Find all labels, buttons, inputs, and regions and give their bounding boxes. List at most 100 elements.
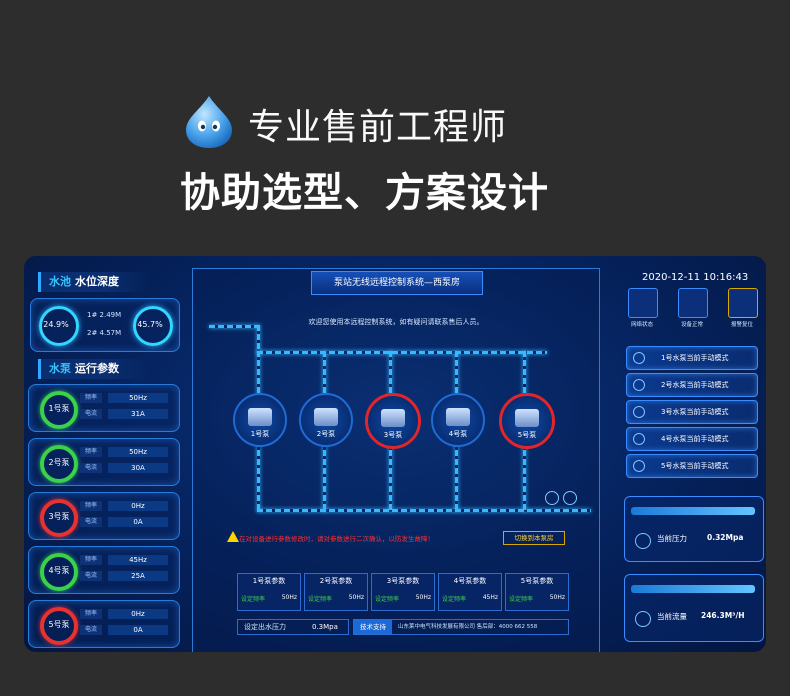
network-status-label: 网络状态 bbox=[630, 322, 653, 328]
support-text: 山东莱中电气科技发展有限公司 售后部：4000 662 558 bbox=[398, 624, 538, 630]
outlet-pressure-field[interactable]: 设定出水压力 0.3Mpa bbox=[237, 619, 349, 635]
hmi-screen: 水池水位深度 24.9% 1# 2.49M 2# 4.57M 45.7% 水泵运… bbox=[24, 256, 766, 652]
motor-icon bbox=[381, 409, 405, 427]
freq-label: 频率 bbox=[80, 555, 102, 565]
pump-name: 2号泵 bbox=[48, 458, 70, 467]
param-title: 1号泵参数 bbox=[252, 577, 286, 585]
pump-param-cell[interactable]: 2号泵参数设定频率 50Hz bbox=[304, 573, 368, 611]
pump-unit-label: 5号泵 bbox=[517, 431, 537, 439]
flow-meter: 当前流量 246.3M³/H bbox=[624, 574, 764, 642]
flow-value: 246.3M³/H bbox=[701, 611, 745, 620]
param-value: 50Hz bbox=[348, 594, 364, 601]
motor-icon bbox=[314, 408, 338, 426]
pump-status-ring bbox=[40, 445, 78, 483]
param-label: 设定频率 bbox=[509, 596, 534, 603]
pump-status-ring bbox=[40, 553, 78, 591]
pump-unit[interactable]: 2号泵 bbox=[299, 393, 353, 447]
network-icon[interactable] bbox=[628, 288, 658, 318]
current-field: 电流 25A bbox=[80, 571, 172, 581]
water-level-gauge-1 bbox=[39, 306, 79, 346]
pump-mode-text: 2号水泵当前手动模式 bbox=[661, 381, 729, 389]
current-label: 电流 bbox=[80, 571, 102, 581]
freq-label: 频率 bbox=[80, 609, 102, 619]
param-title: 4号泵参数 bbox=[453, 577, 487, 585]
pump-status-ring bbox=[40, 391, 78, 429]
param-value: 45Hz bbox=[482, 594, 498, 601]
current-label: 电流 bbox=[80, 463, 102, 473]
pump-name: 4号泵 bbox=[48, 566, 70, 575]
param-value: 50Hz bbox=[415, 594, 431, 601]
promo-subheadline: 协助选型、方案设计 bbox=[180, 170, 549, 216]
pump-section-title: 水泵运行参数 bbox=[38, 359, 149, 379]
pump-unit[interactable]: 4号泵 bbox=[431, 393, 485, 447]
pressure-value: 0.32Mpa bbox=[707, 533, 744, 542]
freq-field: 频率 45Hz bbox=[80, 555, 172, 565]
pump-mode-text: 3号水泵当前手动模式 bbox=[661, 408, 729, 416]
pressure-bar bbox=[631, 507, 755, 515]
freq-value: 45Hz bbox=[108, 555, 168, 565]
current-value: 25A bbox=[108, 571, 168, 581]
promo-headline: 专业售前工程师 bbox=[248, 107, 508, 148]
pump-name: 5号泵 bbox=[48, 620, 70, 629]
pump-title-highlight: 水泵 bbox=[49, 362, 71, 375]
motor-icon bbox=[446, 408, 470, 426]
current-value: 0A bbox=[108, 517, 168, 527]
switch-pump-room-button[interactable]: 切换到本泵房 bbox=[503, 531, 565, 545]
pump-mode-text: 1号水泵当前手动模式 bbox=[661, 354, 729, 362]
pump-unit[interactable]: 3号泵 bbox=[365, 393, 421, 449]
pool-title-highlight: 水池 bbox=[49, 275, 71, 288]
gauge-2-value: 45.7% bbox=[137, 320, 163, 329]
pool-section-title: 水池水位深度 bbox=[38, 272, 149, 292]
pump-mode-button[interactable]: 5号水泵当前手动模式 bbox=[626, 454, 758, 478]
datetime: 2020-12-11 10:16:43 bbox=[642, 272, 749, 283]
warning-text: 在对设备进行参数修改时，请对参数进行二次确认，以防发生故障！ bbox=[239, 535, 434, 543]
param-title: 2号泵参数 bbox=[319, 577, 353, 585]
pipe-segment bbox=[209, 325, 259, 328]
pump-mode-button[interactable]: 3号水泵当前手动模式 bbox=[626, 400, 758, 424]
pump-mode-button[interactable]: 4号水泵当前手动模式 bbox=[626, 427, 758, 451]
alarm-reset-label: 报警复位 bbox=[730, 322, 753, 328]
water-level-gauge-2 bbox=[133, 306, 173, 346]
device-ok-icon[interactable] bbox=[678, 288, 708, 318]
level-1-text: 1# 2.49M bbox=[87, 311, 122, 319]
pump-unit-label: 2号泵 bbox=[316, 430, 336, 438]
center-panel: 泵站无线远程控制系统—西泵房 欢迎您使用本远程控制系统，如有疑问请联系售后人员。… bbox=[192, 268, 600, 652]
param-label: 设定频率 bbox=[308, 596, 333, 603]
freq-value: 0Hz bbox=[108, 501, 168, 511]
motor-icon bbox=[248, 408, 272, 426]
alarm-reset-icon[interactable] bbox=[728, 288, 758, 318]
mode-icon bbox=[633, 406, 645, 418]
pump-status-ring bbox=[40, 607, 78, 645]
gauge-1-value: 24.9% bbox=[43, 320, 69, 329]
current-label: 电流 bbox=[80, 625, 102, 635]
pump-mode-text: 4号水泵当前手动模式 bbox=[661, 435, 729, 443]
pressure-gauge-icon bbox=[635, 533, 651, 549]
promo-banner: 专业售前工程师 协助选型、方案设计 bbox=[0, 0, 790, 250]
freq-value: 50Hz bbox=[108, 447, 168, 457]
pump-mode-button[interactable]: 2号水泵当前手动模式 bbox=[626, 373, 758, 397]
water-level-panel: 24.9% 1# 2.49M 2# 4.57M 45.7% bbox=[30, 298, 180, 352]
current-label: 电流 bbox=[80, 517, 102, 527]
water-drop-mascot-icon bbox=[186, 96, 232, 148]
pump-unit[interactable]: 5号泵 bbox=[499, 393, 555, 449]
pump-unit[interactable]: 1号泵 bbox=[233, 393, 287, 447]
pipe-segment bbox=[257, 351, 547, 354]
outlet-pressure-value: 0.3Mpa bbox=[312, 623, 338, 631]
param-label: 设定频率 bbox=[375, 596, 400, 603]
pump-status-ring bbox=[40, 499, 78, 537]
pump-mode-button[interactable]: 1号水泵当前手动模式 bbox=[626, 346, 758, 370]
pump-status-row[interactable]: 4号泵 频率 45Hz 电流 25A bbox=[28, 546, 180, 596]
motor-icon bbox=[515, 409, 539, 427]
current-field: 电流 0A bbox=[80, 517, 172, 527]
